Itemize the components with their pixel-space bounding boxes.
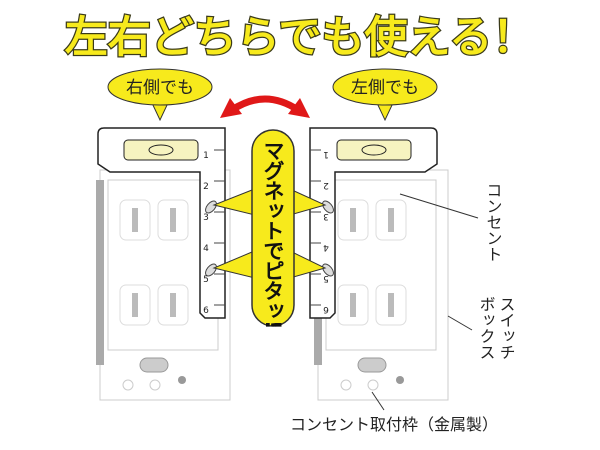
bubble-right-side: 右側でも bbox=[107, 68, 213, 122]
bubble-left-side: 左側でも bbox=[332, 68, 438, 122]
ruler-tick-label: 4 bbox=[323, 242, 329, 252]
ruler-tick-label: 6 bbox=[203, 306, 209, 316]
label-frame: コンセント取付枠（金属製） bbox=[290, 415, 498, 434]
bubble-left-text: 左側でも bbox=[351, 78, 419, 98]
ruler-tick-label: 1 bbox=[323, 149, 329, 159]
leader-lines bbox=[371, 193, 479, 411]
ruler-tick-label: 6 bbox=[323, 304, 329, 314]
ruler-tick-label: 4 bbox=[203, 244, 209, 254]
double-arrow-icon bbox=[220, 95, 310, 118]
label-switch-box-1: スイッチ bbox=[497, 296, 516, 360]
ruler-tick-label: 2 bbox=[323, 180, 329, 190]
headline: 左右どちらでも使える！ bbox=[65, 13, 535, 63]
label-switch-box-2: ボックス bbox=[477, 296, 496, 360]
magnet-callout: マグネットでピタッ! bbox=[212, 129, 327, 329]
level-ruler-left bbox=[97, 127, 226, 319]
label-outlet: コンセント bbox=[484, 182, 503, 262]
ruler-tick-label: 3 bbox=[203, 213, 209, 223]
bubble-right-text: 右側でも bbox=[126, 78, 194, 98]
magnet-callout-text: マグネットでピタッ! bbox=[261, 140, 285, 329]
ruler-tick-label: 2 bbox=[203, 182, 209, 192]
level-ruler-right bbox=[309, 127, 438, 319]
ruler-tick-label: 5 bbox=[203, 275, 209, 285]
ruler-tick-label: 1 bbox=[203, 151, 209, 161]
ruler-tick-label: 5 bbox=[323, 273, 329, 283]
ruler-tick-label: 3 bbox=[323, 211, 329, 221]
